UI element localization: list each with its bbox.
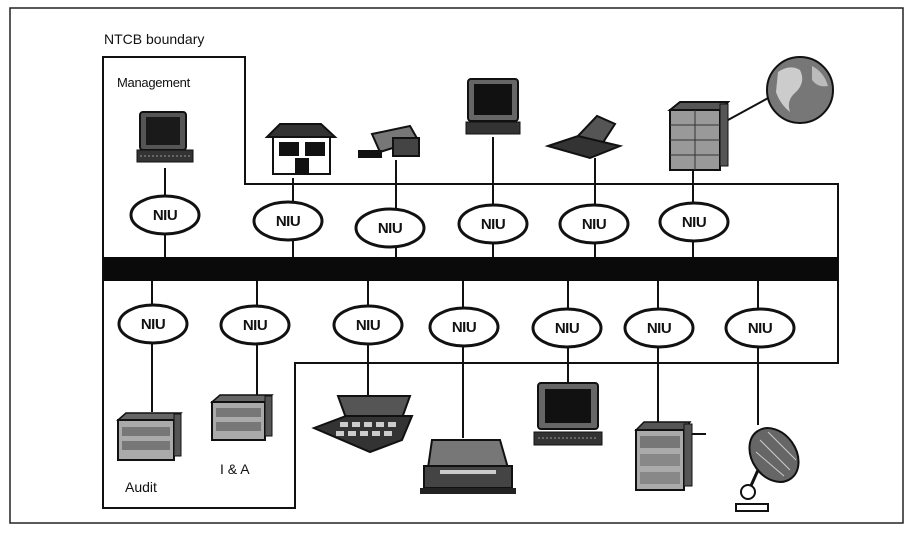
svg-text:NIU: NIU xyxy=(276,213,300,230)
file-server-icon xyxy=(634,421,706,491)
niu-node: NIU xyxy=(658,201,730,243)
satellite-dish-icon xyxy=(735,427,800,512)
building-icon xyxy=(264,123,338,175)
keypad-terminal-icon xyxy=(311,395,414,454)
ntcb-boundary xyxy=(102,56,839,509)
svg-text:NIU: NIU xyxy=(555,320,579,337)
outer-frame xyxy=(9,7,904,524)
monitor-icon xyxy=(533,382,603,446)
niu-node: NIU xyxy=(428,306,500,348)
ia-server-icon xyxy=(210,394,274,441)
niu-node: NIU xyxy=(129,194,201,236)
svg-text:NIU: NIU xyxy=(153,207,177,224)
svg-text:NIU: NIU xyxy=(682,214,706,231)
niu-node: NIU xyxy=(457,203,529,245)
ntcb-boundary-label: NTCB boundary xyxy=(104,31,204,47)
management-terminal-icon xyxy=(136,111,194,163)
audit-server-icon xyxy=(116,412,183,461)
management-label: Management xyxy=(117,75,191,90)
projector-icon xyxy=(358,124,420,158)
niu-node: NIU xyxy=(531,307,603,349)
svg-text:NIU: NIU xyxy=(647,320,671,337)
niu-node: NIU xyxy=(219,304,291,346)
svg-text:NIU: NIU xyxy=(356,317,380,334)
audit-label: Audit xyxy=(125,479,157,495)
niu-node: NIU xyxy=(558,203,630,245)
svg-text:NIU: NIU xyxy=(243,317,267,334)
niu-node: NIU xyxy=(117,303,189,345)
laptop-icon xyxy=(544,114,624,160)
niu-node: NIU xyxy=(724,307,796,349)
svg-text:NIU: NIU xyxy=(452,319,476,336)
printer-icon xyxy=(420,439,516,494)
server-cabinet-icon xyxy=(667,101,731,171)
niu-node: NIU xyxy=(252,200,324,242)
network-bus xyxy=(103,257,838,281)
ia-label: I & A xyxy=(220,461,250,477)
niu-node: NIU xyxy=(623,307,695,349)
workstation-icon xyxy=(465,78,521,135)
svg-text:NIU: NIU xyxy=(748,320,772,337)
svg-text:NIU: NIU xyxy=(481,216,505,233)
svg-text:NIU: NIU xyxy=(378,220,402,237)
globe-icon xyxy=(766,56,834,124)
svg-text:NIU: NIU xyxy=(582,216,606,233)
svg-text:NIU: NIU xyxy=(141,316,165,333)
niu-node: NIU xyxy=(354,207,426,249)
niu-node: NIU xyxy=(332,304,404,346)
